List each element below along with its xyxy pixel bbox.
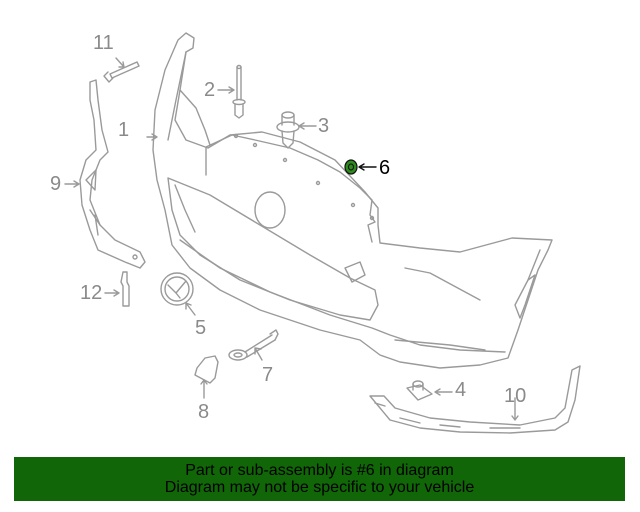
callout-2: 2 (204, 79, 216, 101)
callout-7: 7 (262, 364, 274, 386)
cover-part-8 (194, 355, 219, 399)
callout-3: 3 (318, 115, 330, 137)
clip-pin-part-12 (104, 271, 130, 307)
push-clip-part-3 (276, 111, 317, 149)
callout-4: 4 (455, 379, 467, 401)
bolt-part-2 (217, 64, 246, 119)
banner-line-part: Part or sub-assembly is #6 in diagram (185, 462, 454, 479)
banner-line-disclaimer: Diagram may not be specific to your vehi… (164, 479, 475, 496)
emblem-part-5 (160, 272, 196, 316)
bumper-cover-part-1 (146, 32, 553, 369)
callout-6: 6 (379, 157, 391, 179)
eye-bolt-part-7 (228, 329, 279, 361)
callout-8: 8 (198, 401, 210, 423)
callout-12: 12 (80, 282, 103, 304)
callout-1: 1 (118, 119, 130, 141)
nut-part-6 (344, 159, 377, 175)
lip-spoiler-part-10 (369, 365, 581, 434)
callout-10: 10 (504, 385, 527, 407)
rivet-part-11 (103, 57, 140, 83)
clip-nut-part-4 (406, 380, 453, 401)
callout-5: 5 (195, 317, 207, 339)
parts-diagram: 1 2 3 4 5 6 7 8 9 10 11 12 (50, 32, 581, 434)
part-info-banner: Part or sub-assembly is #6 in diagram Di… (14, 457, 625, 501)
bracket-part-9 (64, 79, 146, 269)
callout-11: 11 (93, 32, 114, 54)
callout-9: 9 (50, 173, 62, 195)
